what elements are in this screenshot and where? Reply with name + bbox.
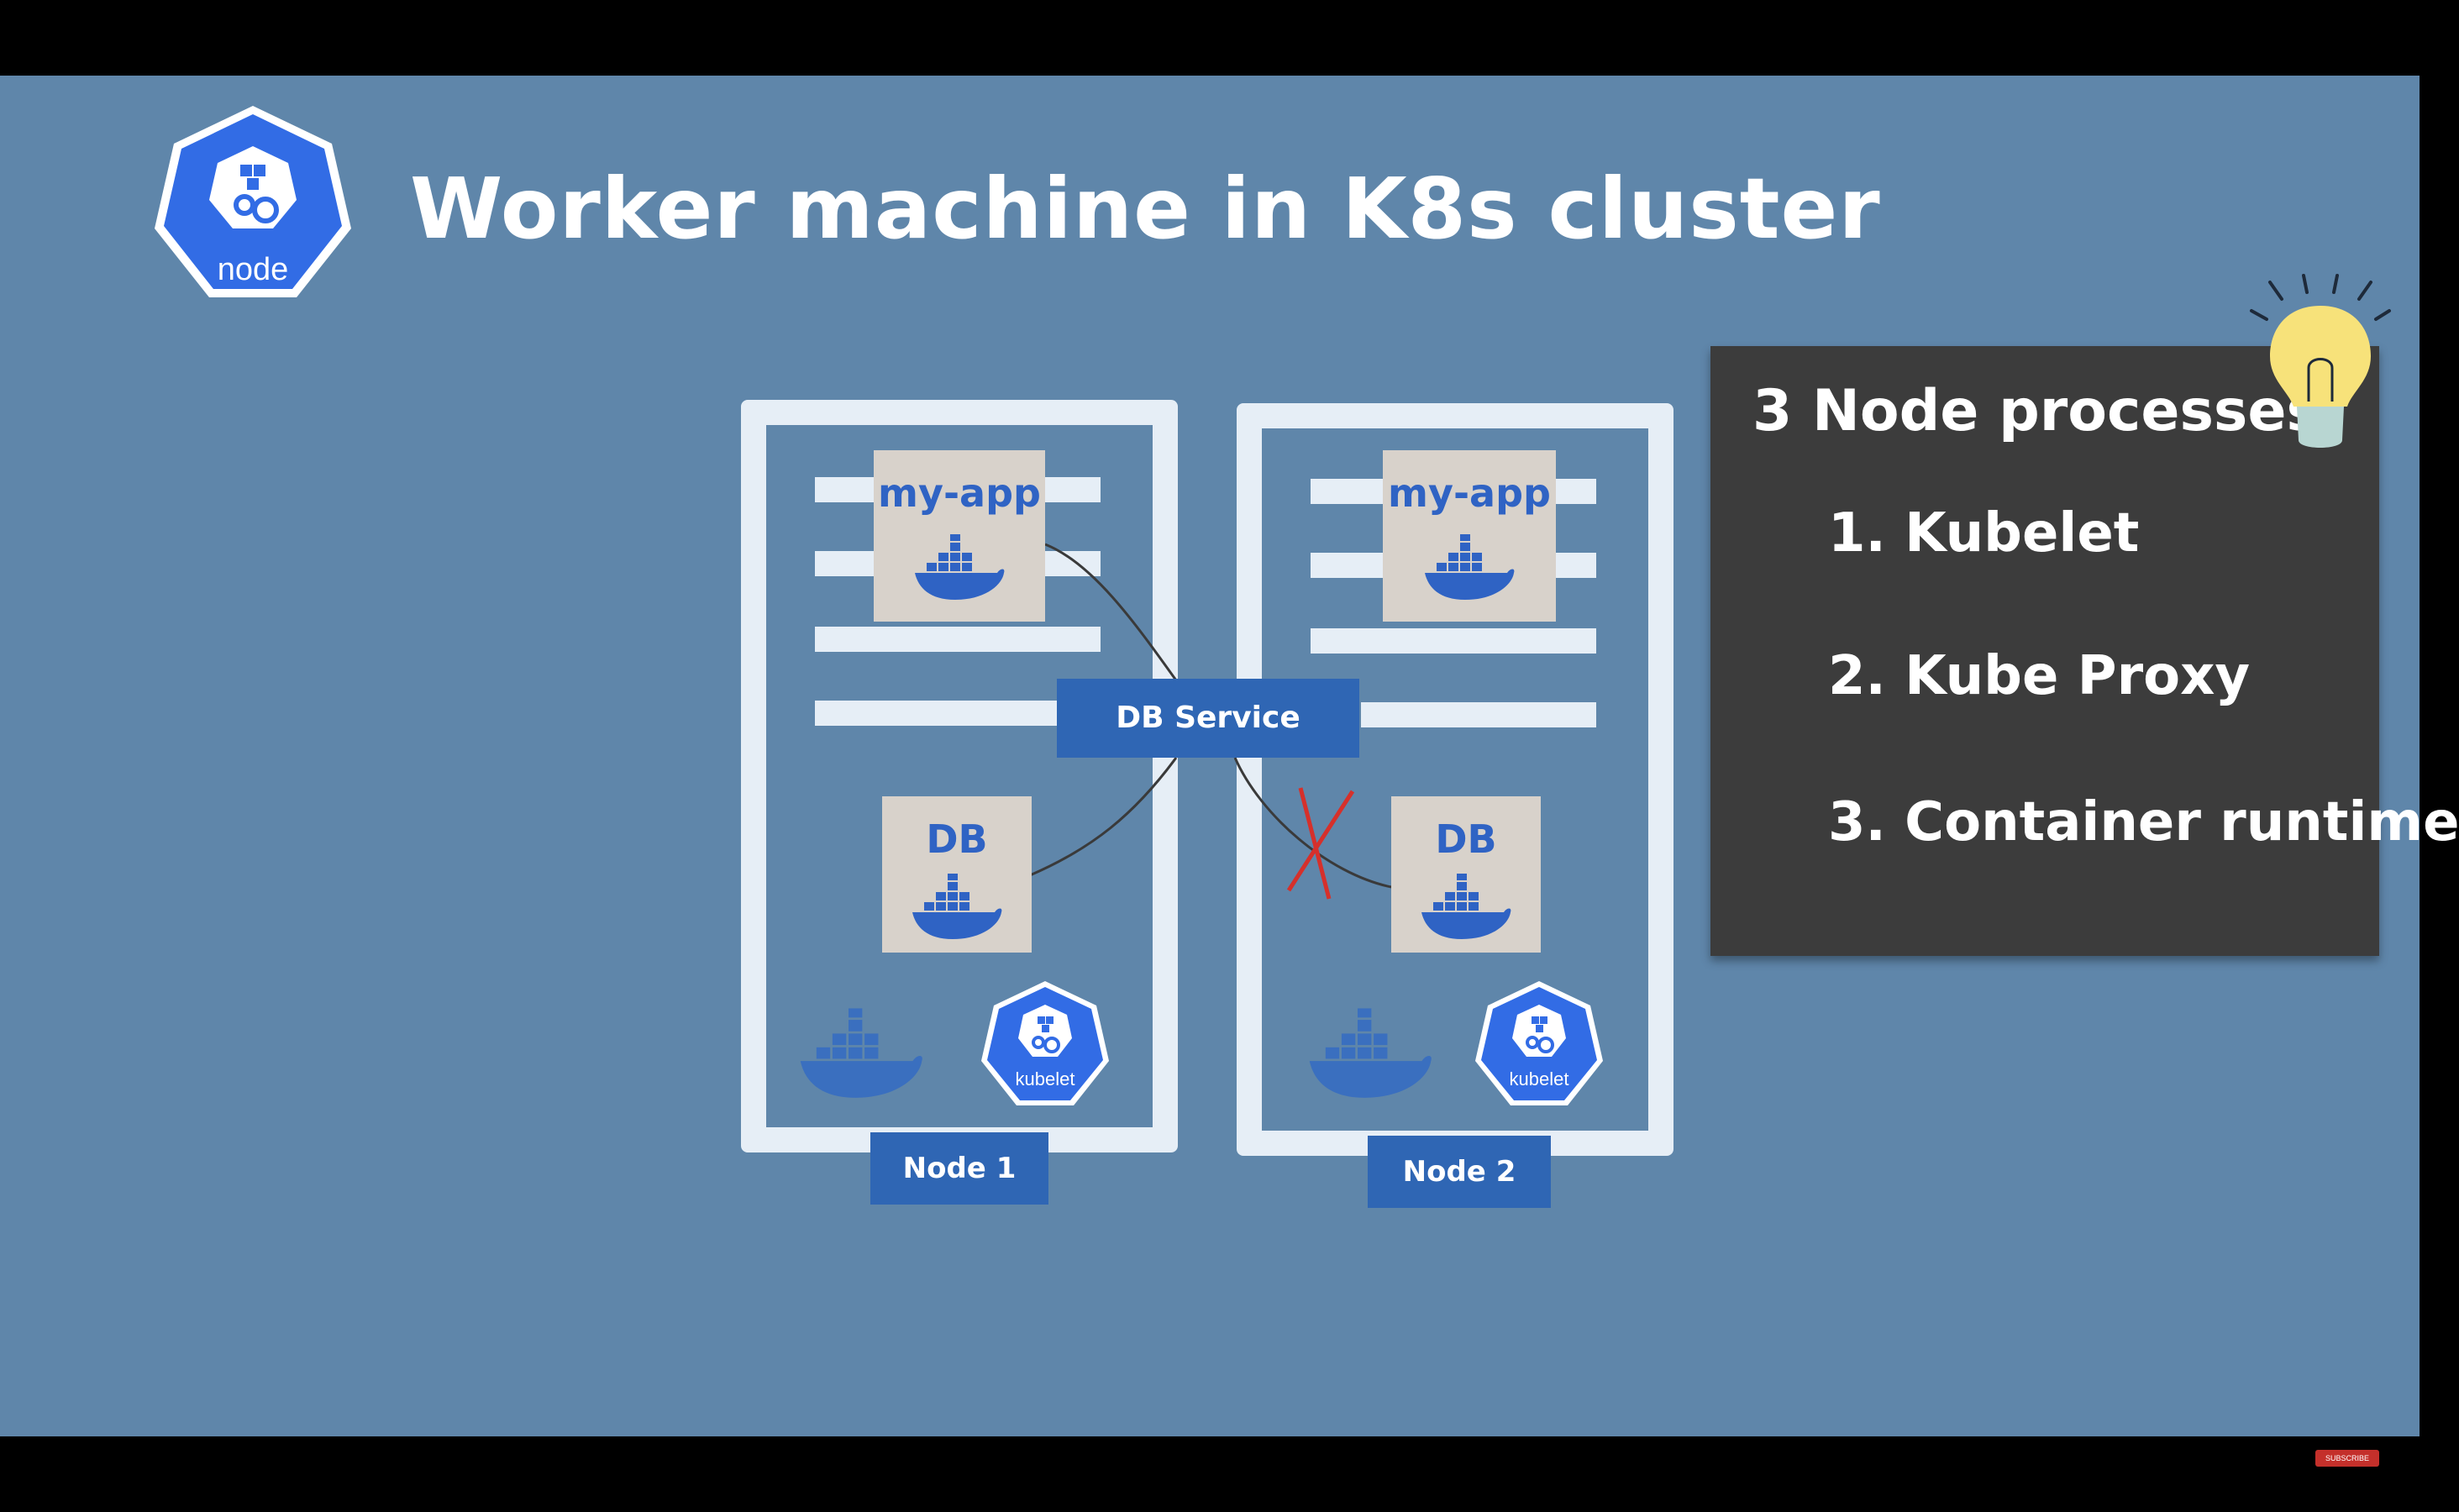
process-item: 3. Container runtime — [1828, 791, 2459, 853]
container-runtime-docker-icon — [1309, 1008, 1432, 1098]
db-pod-label: DB — [1435, 816, 1497, 862]
kubelet-label: kubelet — [1509, 1068, 1569, 1089]
node-1-kubelet-badge: kubelet — [978, 979, 1112, 1114]
slide-canvas: node Worker machine in K8s cluster my-ap… — [0, 76, 2459, 1436]
node-1-tag: Node 1 — [870, 1132, 1048, 1205]
node-2-tag: Node 2 — [1368, 1136, 1551, 1208]
kubelet-label: kubelet — [1015, 1068, 1075, 1089]
panel-title: 3 Node processes: — [1752, 378, 2344, 444]
node-processes-panel: 3 Node processes: 1. Kubelet 2. Kube Pro… — [1710, 346, 2459, 956]
slide-title: Worker machine in K8s cluster — [410, 160, 1881, 258]
kubelet-icon — [981, 981, 1109, 1105]
node-2-bar — [1361, 702, 1596, 727]
docker-whale-icon — [1421, 874, 1511, 939]
node-1-bar — [815, 627, 1101, 652]
db-pod-label: DB — [926, 816, 988, 862]
node-1-bar — [815, 701, 1059, 726]
video-letterbox-bottom — [0, 1436, 2420, 1512]
docker-whale-icon — [915, 534, 1005, 600]
process-item: 1. Kubelet — [1828, 502, 2140, 564]
lightbulb-icon — [2250, 274, 2391, 448]
app-pod-label: my-app — [878, 470, 1041, 516]
video-letterbox-top — [0, 0, 2420, 76]
node-1-app-pod: my-app — [874, 450, 1045, 622]
docker-whale-icon — [912, 874, 1002, 939]
db-service-box: DB Service — [1057, 679, 1359, 758]
kubelet-icon — [1475, 981, 1603, 1105]
node-2-db-pod: DB — [1391, 796, 1541, 953]
node-2-app-pod: my-app — [1383, 450, 1556, 622]
node-1-db-pod: DB — [882, 796, 1032, 953]
node-2-kubelet-badge: kubelet — [1472, 979, 1606, 1114]
container-runtime-docker-icon — [800, 1008, 922, 1098]
subscribe-button[interactable]: SUBSCRIBE — [2315, 1450, 2379, 1467]
app-pod-label: my-app — [1388, 470, 1551, 516]
node-logo-label: node — [217, 252, 289, 287]
heptagon-icon — [155, 106, 351, 297]
process-item: 2. Kube Proxy — [1828, 645, 2251, 707]
kubernetes-node-logo: node — [150, 102, 356, 309]
docker-whale-icon — [1425, 534, 1515, 600]
node-2-bar — [1311, 628, 1596, 654]
